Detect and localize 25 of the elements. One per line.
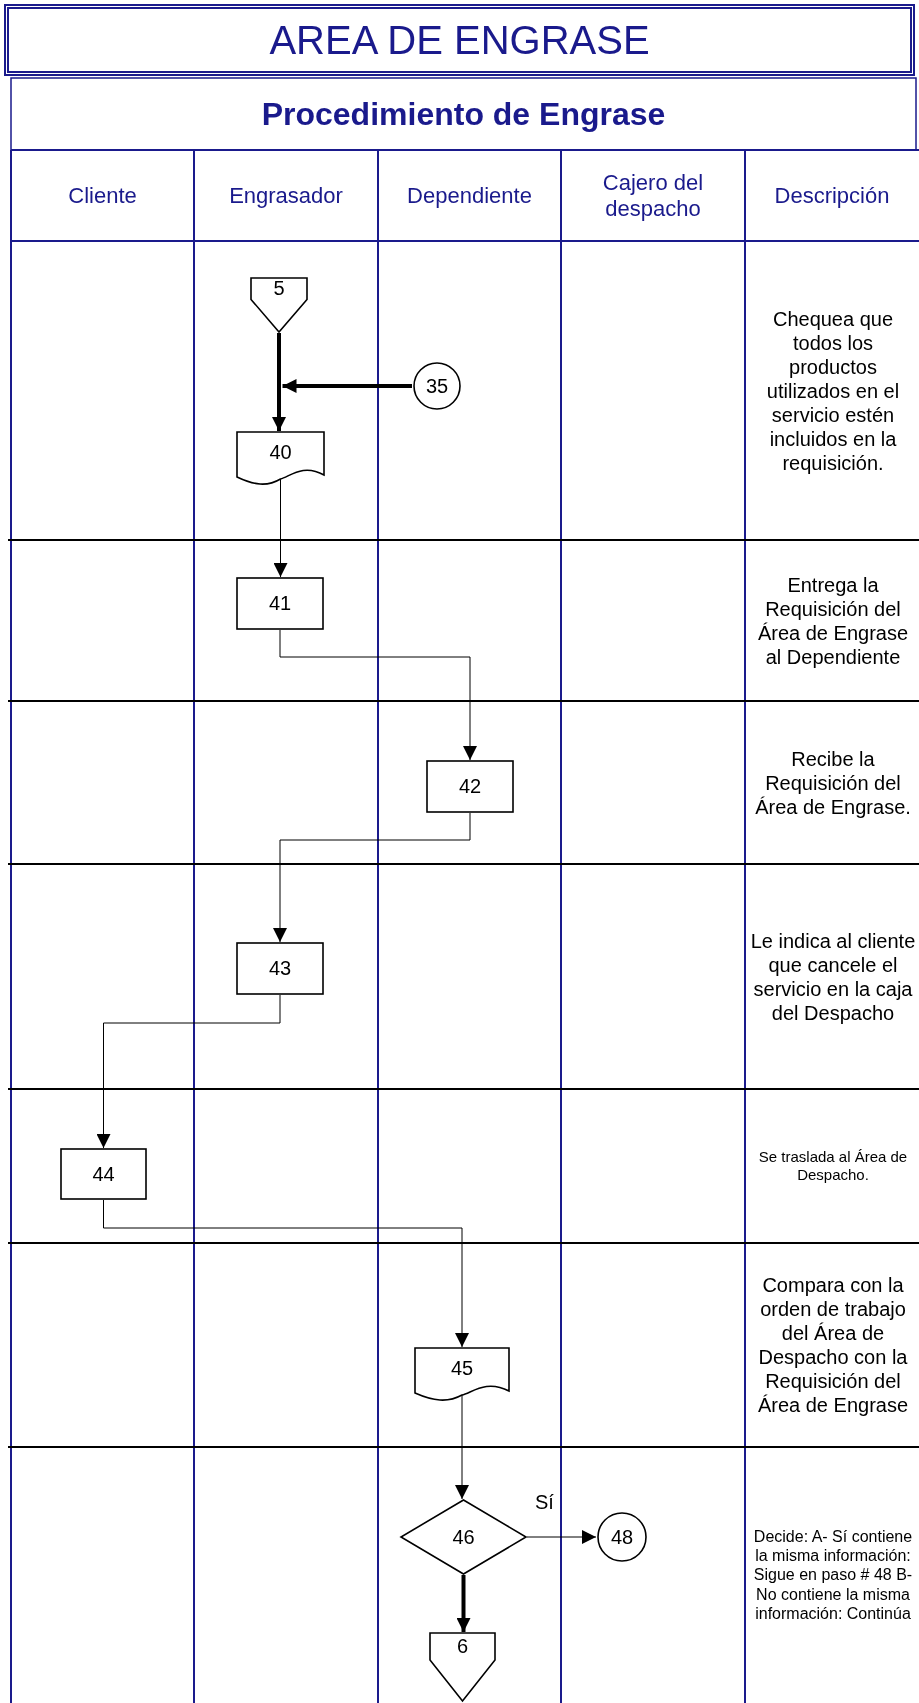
description-text: Chequea que todos los productos utilizados en el servicio estén incluidos en la requisición.	[765, 306, 901, 476]
document-shape: 45	[414, 1347, 510, 1401]
description-text: Entrega la Requisición del Área de Engrase al Dependiente	[756, 572, 910, 670]
lane-header: Descripción	[773, 181, 891, 210]
description-text: Decide: A- Sí contiene la misma información: Sigue en paso # 48 B- No contiene la misma información: Continúa	[752, 1527, 914, 1624]
lane-header: Cliente	[67, 181, 138, 210]
off-page-connector: 6	[429, 1632, 496, 1702]
lane-header: Cajero del despacho	[601, 168, 705, 223]
process-box: 44	[60, 1148, 147, 1200]
process-box: 41	[236, 577, 324, 630]
description-text: Recibe la Requisición del Área de Engrase.	[754, 746, 912, 820]
process-box: 42	[426, 760, 514, 813]
connector-circle: 35	[413, 362, 461, 410]
description-text: Se traslada al Área de Despacho.	[757, 1147, 909, 1185]
decision-diamond: 46	[400, 1499, 527, 1575]
lane-header: Dependiente	[406, 181, 533, 210]
connector-circle: 48	[597, 1512, 647, 1562]
description-text: Compara con la orden de trabajo del Área de Despacho con la Requisición del Área de Engrase	[756, 1273, 910, 1418]
subtitle: Procedimiento de Engrase	[260, 94, 667, 134]
title-banner: AREA DE ENGRASE	[4, 4, 915, 76]
lane-header: Engrasador	[228, 181, 344, 210]
description-text: Le indica al cliente que cancele el servicio en la caja del Despacho	[749, 928, 917, 1026]
document-shape: 40	[236, 431, 325, 485]
off-page-connector: 5	[250, 277, 308, 333]
process-box: 43	[236, 942, 324, 995]
